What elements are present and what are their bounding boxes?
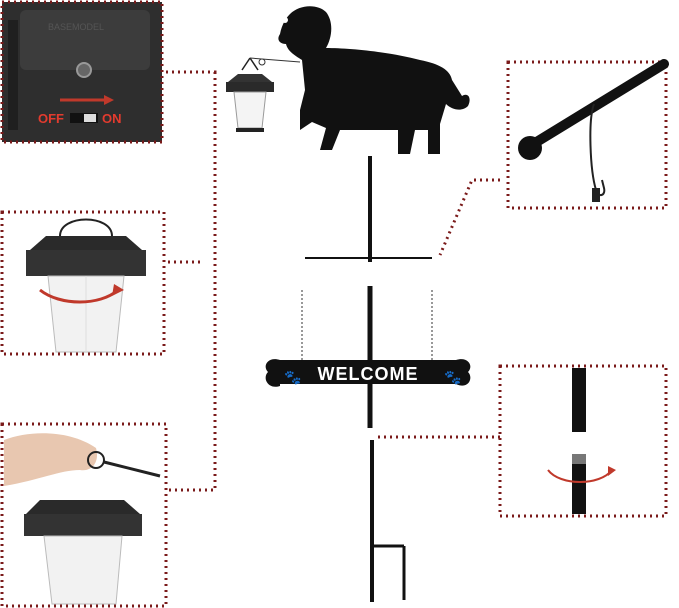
thread-icon — [572, 454, 586, 464]
switch-detail-panel: OFF ON BASEMODEL — [0, 0, 164, 144]
rotate-arrow-icon-lantern — [39, 288, 119, 304]
battery-cover-text: BASEMODEL — [48, 22, 104, 32]
hand-icon — [4, 433, 98, 486]
welcome-sign-text: WELCOME — [318, 364, 419, 384]
ground-stake — [370, 440, 406, 602]
hook-icon — [592, 188, 600, 202]
top-post — [305, 156, 432, 262]
dachshund-silhouette-icon — [278, 6, 470, 154]
rotate-arrow-icon-pole — [547, 469, 613, 483]
switch-off-label: OFF — [38, 111, 64, 126]
screw-icon — [76, 62, 92, 78]
paw-print-icon-right: 🐾 — [444, 369, 461, 386]
switch-on-label: ON — [102, 111, 122, 126]
pole-connection-detail-panel — [498, 364, 668, 518]
rod-hook-detail-panel — [506, 59, 669, 210]
paw-print-icon: 🐾 — [284, 369, 301, 386]
lantern-rotate-detail-panel — [0, 210, 166, 356]
connector-lines — [160, 70, 500, 492]
welcome-sign-assembly: 🐾 🐾 WELCOME — [265, 286, 471, 428]
lantern-small-icon — [226, 57, 301, 132]
lantern-hang-detail-panel — [0, 422, 168, 608]
